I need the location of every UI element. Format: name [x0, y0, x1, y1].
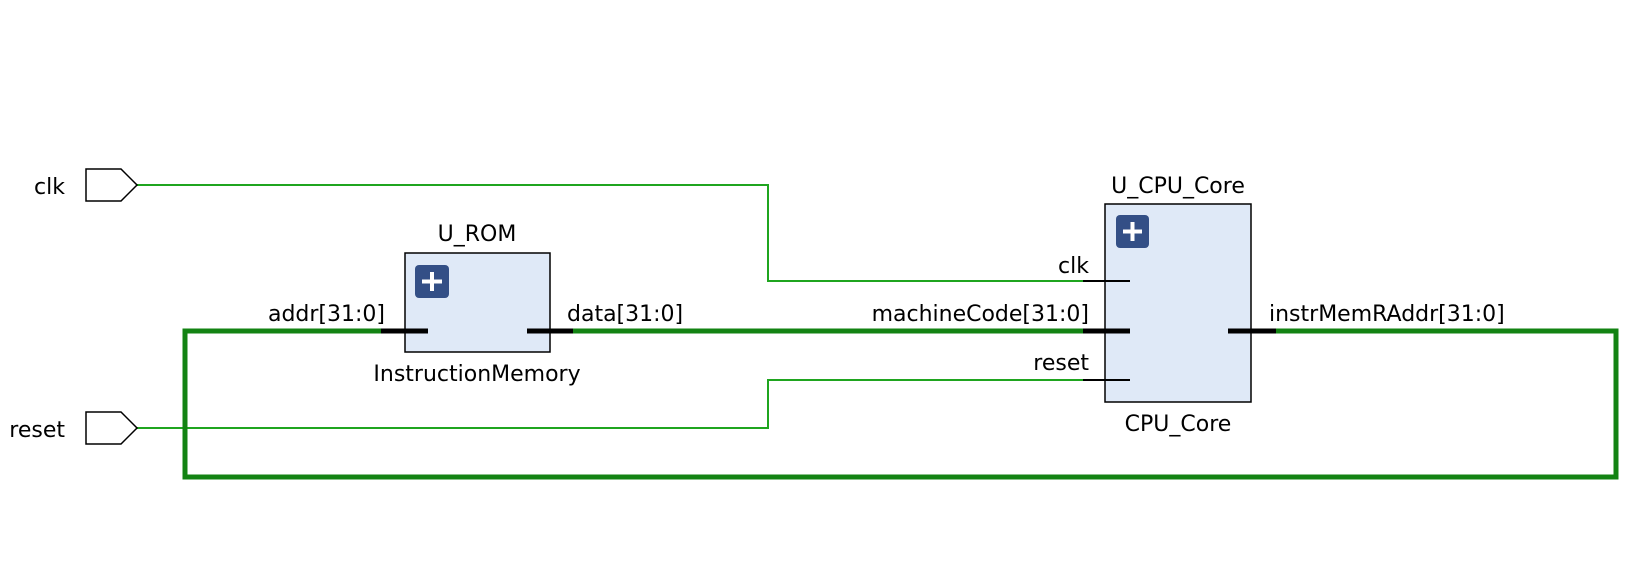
reset-net[interactable]	[133, 379, 1083, 429]
cpu-reset-pin-label: reset	[1033, 351, 1089, 376]
rom-module-name: InstructionMemory	[373, 362, 580, 387]
rom-expand-button[interactable]	[415, 265, 449, 298]
reset-input-port[interactable]	[85, 411, 139, 445]
clk-input-port[interactable]	[85, 168, 139, 202]
addr-feedback-bus-net[interactable]	[182, 328, 1619, 480]
reset-port-label: reset	[9, 418, 65, 443]
cpu-expand-button[interactable]	[1116, 215, 1149, 248]
rom-data-pin-label: data[31:0]	[567, 302, 683, 327]
cpu-machine-code-pin-label: machineCode[31:0]	[872, 302, 1089, 327]
clk-port-label: clk	[34, 175, 65, 200]
cpu-module-name: CPU_Core	[1125, 412, 1232, 437]
plus-icon	[1123, 222, 1142, 241]
rom-addr-pin-label: addr[31:0]	[268, 302, 385, 327]
cpu-instance-name: U_CPU_Core	[1111, 174, 1245, 199]
plus-icon	[422, 272, 442, 291]
clk-net[interactable]	[133, 184, 1083, 282]
rom-instance-name: U_ROM	[438, 222, 517, 247]
cpu-clk-pin-label: clk	[1058, 254, 1089, 279]
cpu-instr-mem-raddr-pin-label: instrMemRAddr[31:0]	[1269, 302, 1505, 327]
